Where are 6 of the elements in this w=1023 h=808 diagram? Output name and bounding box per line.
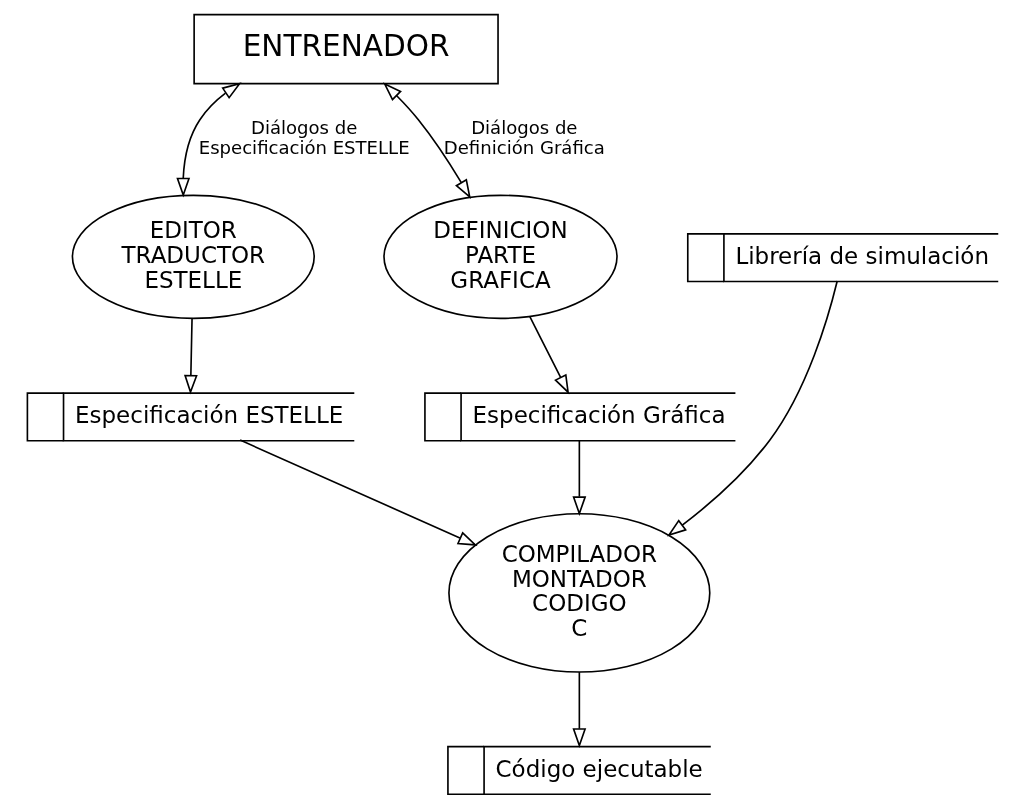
node-text: Código ejecutable [495, 755, 703, 782]
edge-label: Diálogos de Definición Gráfica [443, 117, 605, 158]
node-text: Especificación ESTELLE [74, 402, 343, 429]
node-text: Especificación Gráfica [472, 402, 726, 429]
node-text: Librería de simulación [734, 242, 989, 269]
edge-label: Diálogos de Especificación ESTELLE [198, 117, 410, 158]
